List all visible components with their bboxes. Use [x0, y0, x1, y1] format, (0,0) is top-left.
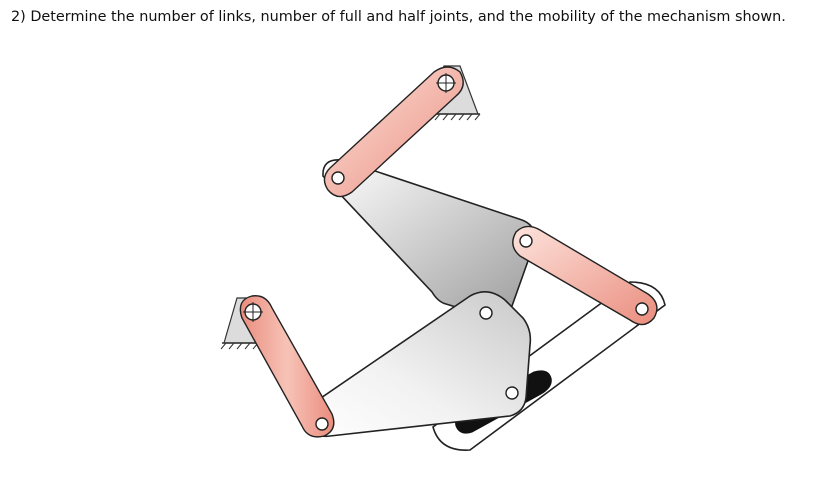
pin-joint-icon [519, 234, 533, 248]
pin-joint-icon [479, 306, 493, 320]
pin-joint-icon [331, 171, 345, 185]
pin-joint-icon [505, 386, 519, 400]
pin-joint-icon [635, 302, 649, 316]
pin-joint-icon [436, 73, 456, 93]
crank-link-left [239, 295, 335, 438]
coupler-link-right [512, 225, 658, 326]
crank-link-top [323, 66, 464, 198]
question-text: 2) Determine the number of links, number… [11, 9, 786, 25]
lower-triangular-link [302, 291, 532, 438]
pin-joint-icon [243, 302, 263, 322]
pin-joint-icon [315, 417, 329, 431]
